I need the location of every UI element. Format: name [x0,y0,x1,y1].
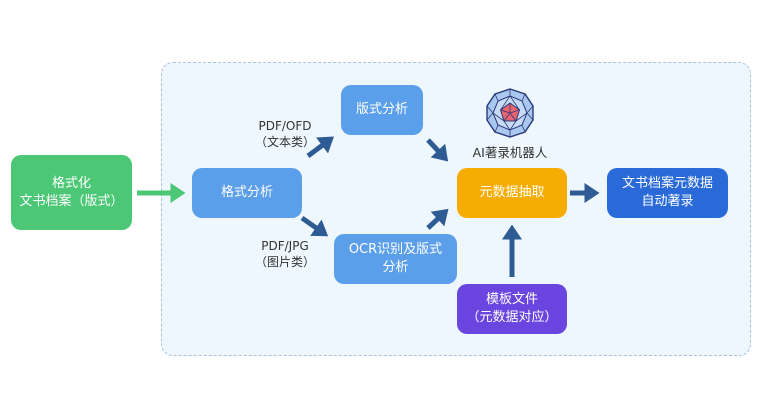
layout-analysis-node: 版式分析 [341,85,423,135]
arrow-format-to-ocr [300,215,329,237]
auto-catalog-node: 文书档案元数据 自动著录 [607,168,728,218]
arrow-layout-to-extract [426,138,449,162]
robot-label: AI著录机器人 [472,145,548,160]
geodesic-sphere-icon [486,88,534,138]
text-branch-label: PDF/OFD （文本类） [254,119,315,149]
template-node: 模板文件 （元数据对应） [457,284,567,334]
source-node: 格式化 文书档案（版式） [11,155,132,230]
arrow-format-to-layout [306,136,334,158]
format-analysis-node: 格式分析 [192,168,302,218]
ocr-analysis-node: OCR识别及版式 分析 [334,234,457,284]
image-branch-label: PDF/JPG （图片类） [254,239,315,269]
metadata-extract-node: 元数据抽取 [457,168,567,218]
arrow-ocr-to-extract [426,208,449,230]
